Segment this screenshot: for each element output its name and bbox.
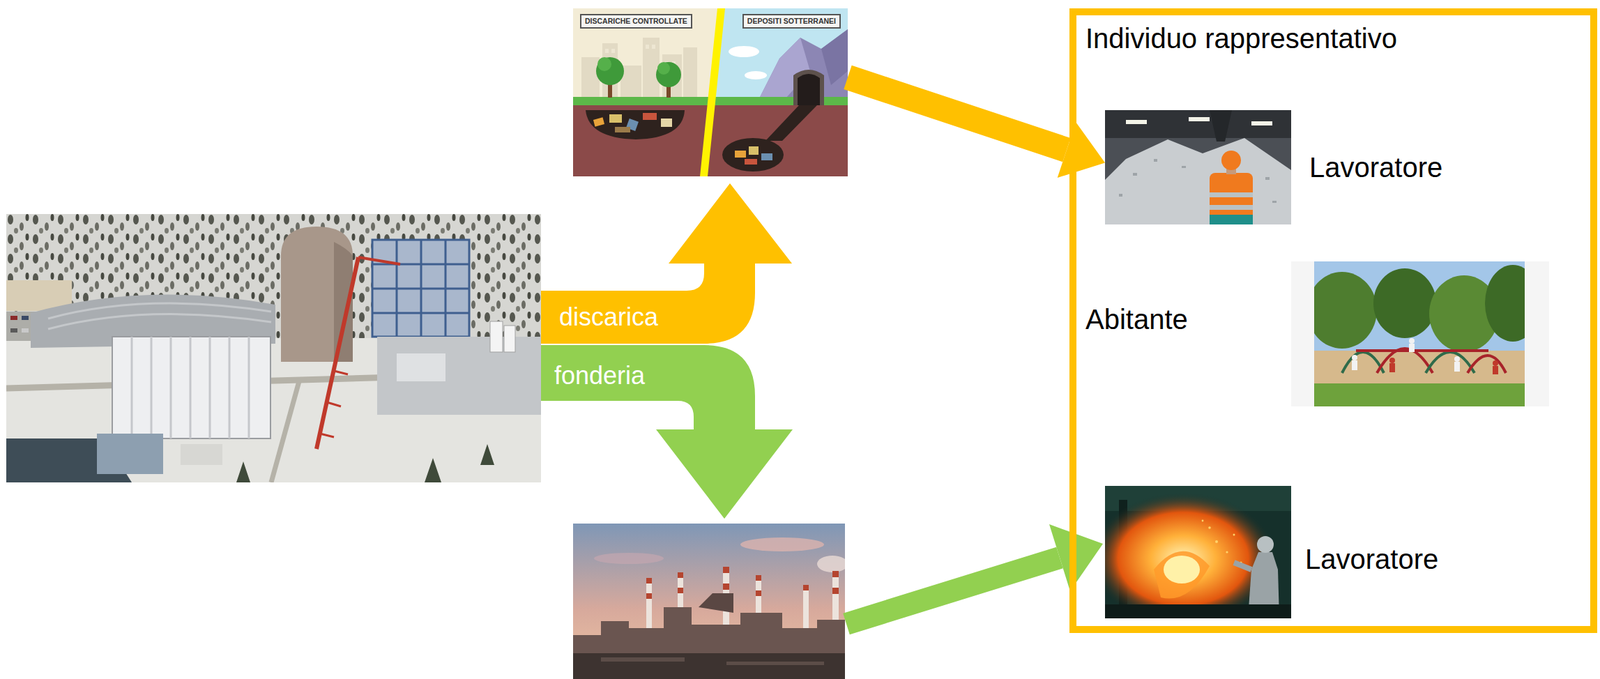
industrial-plant-photo: [573, 523, 845, 679]
photo-backdrop: [1291, 261, 1550, 407]
group-title: Individuo rappresentativo: [1085, 22, 1398, 55]
worker-photo: [1105, 110, 1292, 225]
flow-arrow: [846, 524, 1103, 624]
arrow-shaft: [847, 77, 1067, 150]
person-node: Lavoratore: [1105, 485, 1441, 619]
flow-arrow: [847, 77, 1106, 178]
person-node: Abitante: [1085, 261, 1527, 407]
nuclear-plant-photo: [6, 214, 542, 483]
band-label: discarica: [559, 302, 659, 332]
foundry-photo: [1105, 485, 1292, 619]
panel-caption: DEPOSITI SOTTERRANEI: [742, 13, 841, 29]
playground-photo: [1314, 261, 1525, 407]
illustration-panel: DISCARICHE CONTROLLATE DEPOSITI SOTTERRAN…: [573, 8, 848, 177]
landfill-illustration: [573, 8, 848, 177]
person-label: Lavoratore: [1309, 151, 1443, 184]
person-label: Abitante: [1085, 303, 1188, 336]
flow-band: [541, 345, 793, 519]
band-label: fonderia: [554, 361, 645, 390]
panel-caption: DISCARICHE CONTROLLATE: [580, 13, 693, 29]
arrow-head: [1057, 122, 1106, 178]
flow-band: [541, 183, 792, 344]
person-node: Lavoratore: [1105, 110, 1445, 225]
person-label: Lavoratore: [1305, 543, 1439, 576]
group-frame: Individuo rappresentativoLavoratoreAbita…: [1069, 8, 1598, 634]
